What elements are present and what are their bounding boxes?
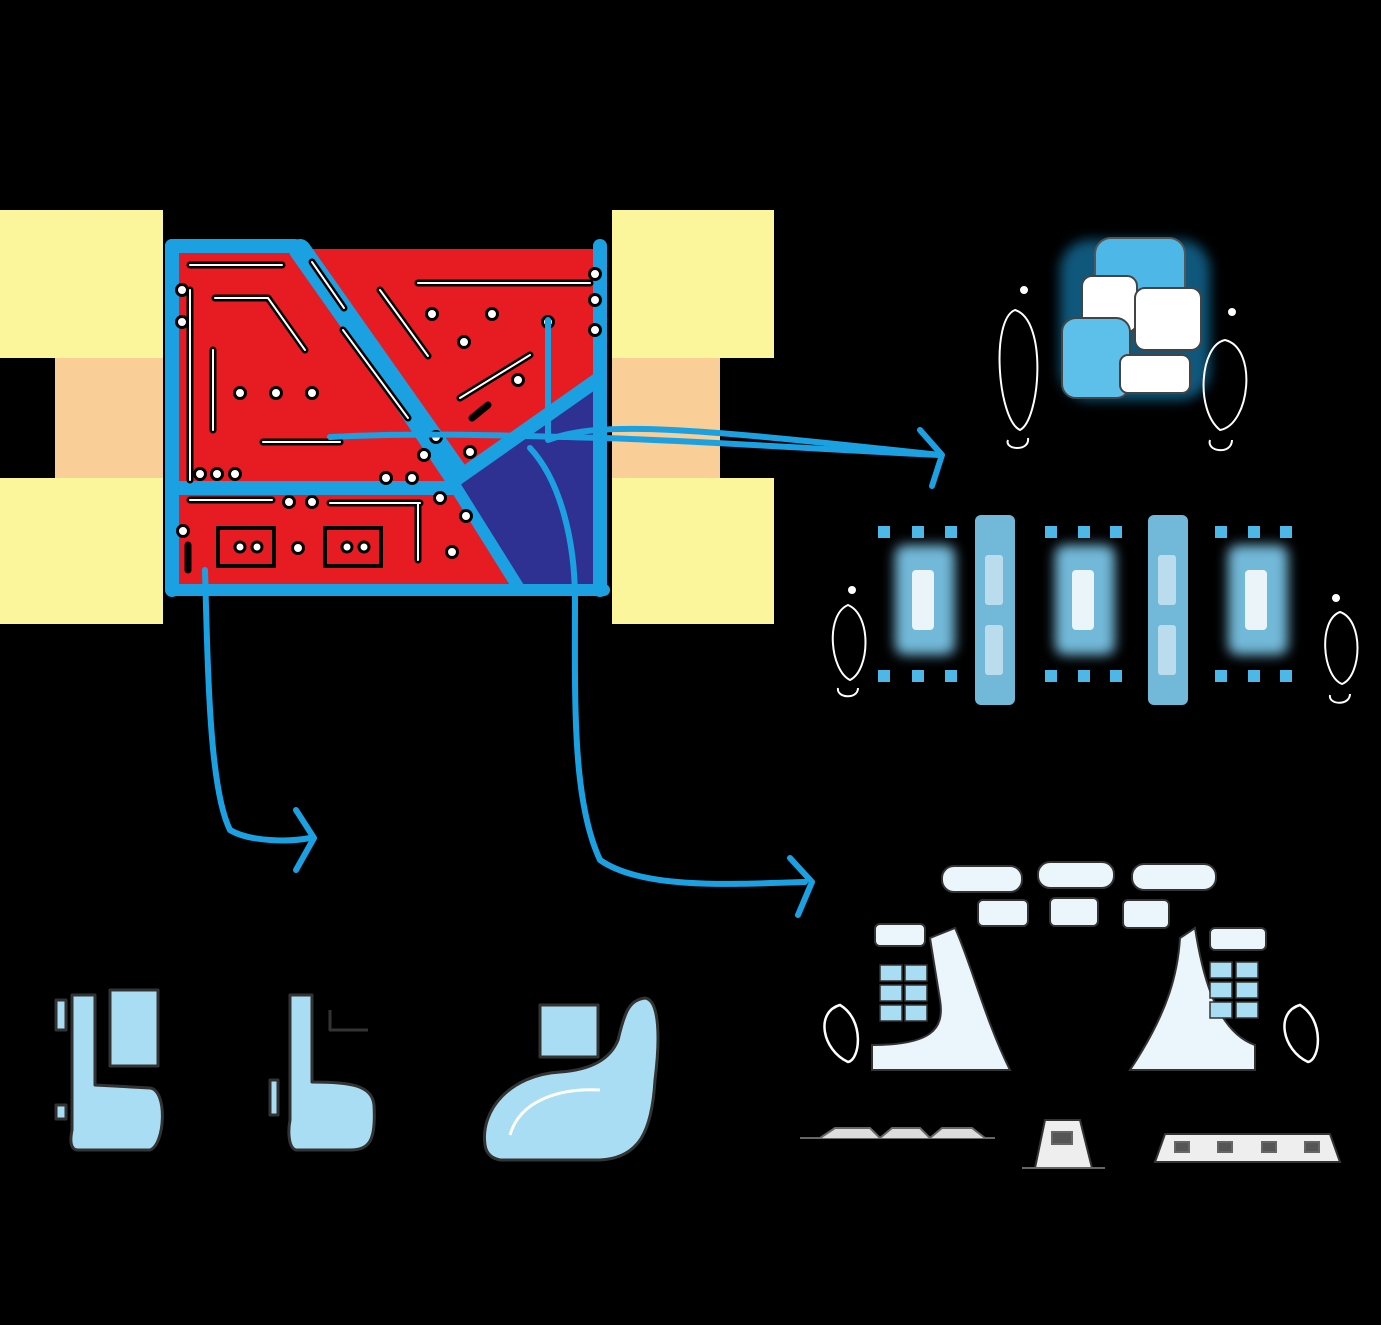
column-dots bbox=[175, 267, 602, 559]
arrow-icon bbox=[545, 317, 943, 458]
zone-right-bottom bbox=[612, 478, 774, 624]
sketch-seating bbox=[54, 988, 660, 1162]
person-icon bbox=[1202, 308, 1248, 452]
arrow-icon bbox=[327, 431, 943, 458]
floor-plan bbox=[165, 239, 610, 597]
arrow-icon bbox=[202, 567, 313, 844]
rooms bbox=[216, 526, 383, 568]
zone-left-middle bbox=[55, 358, 163, 478]
sketch-panel-rows bbox=[831, 515, 1359, 705]
arrow-icon bbox=[527, 445, 808, 887]
flow-arrows bbox=[202, 317, 945, 918]
zone-right-top bbox=[612, 210, 774, 358]
person-icon bbox=[998, 286, 1039, 449]
seat-3 bbox=[482, 996, 660, 1162]
zone-left-bottom bbox=[0, 478, 163, 624]
person-icon bbox=[831, 586, 867, 698]
arrow-icon bbox=[293, 807, 317, 873]
arrow-icon bbox=[917, 427, 945, 489]
wall-highlights bbox=[189, 261, 591, 561]
seat-2 bbox=[268, 993, 376, 1152]
side-zones bbox=[0, 210, 774, 624]
zone-left-top bbox=[0, 210, 163, 358]
person-icon bbox=[823, 1003, 1320, 1064]
sketch-stacked-blocks bbox=[998, 237, 1248, 452]
arrow-icon bbox=[787, 855, 815, 918]
room-left bbox=[216, 526, 276, 568]
room-right bbox=[323, 526, 383, 568]
zone-right-middle bbox=[612, 358, 720, 478]
sketch-lounge bbox=[800, 861, 1342, 1169]
person-icon bbox=[1324, 594, 1359, 704]
seat-1 bbox=[54, 988, 164, 1152]
